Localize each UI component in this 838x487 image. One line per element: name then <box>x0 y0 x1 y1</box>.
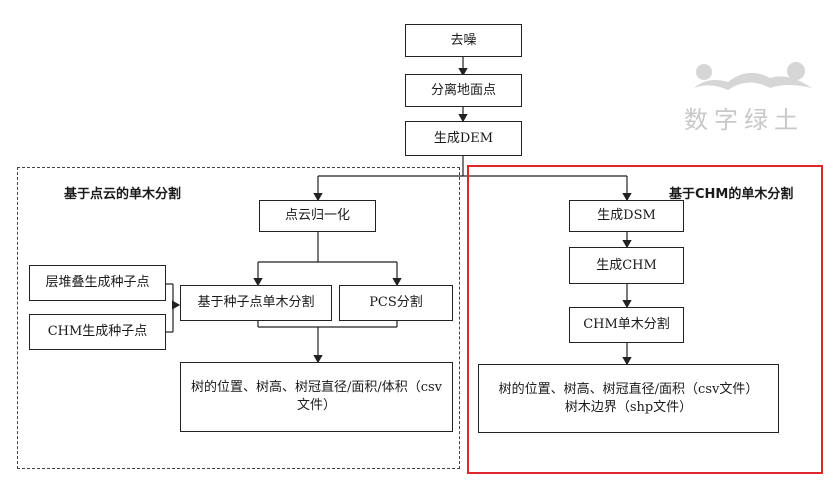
ground-separation-box: 分离地面点 <box>405 74 522 107</box>
watermark-text: 数字绿土 <box>684 106 804 134</box>
left-output-box: 树的位置、树高、树冠直径/面积/体积（csv文件） <box>180 362 453 432</box>
left-group-frame <box>17 167 460 469</box>
right-output-line1: 树的位置、树高、树冠直径/面积（csv文件） <box>498 381 759 397</box>
generate-dem-box: 生成DEM <box>405 121 522 156</box>
right-group-frame <box>467 165 823 474</box>
generate-dsm-box: 生成DSM <box>569 200 684 232</box>
right-output-line2: 树木边界（shp文件） <box>564 399 693 415</box>
watermark-logo-icon <box>688 58 818 103</box>
layer-seed-box: 层堆叠生成种子点 <box>29 265 166 301</box>
left-group-title: 基于点云的单木分割 <box>64 187 182 202</box>
right-group-title: 基于CHM的单木分割 <box>669 187 794 202</box>
generate-chm-box: 生成CHM <box>569 247 684 284</box>
normalize-box: 点云归一化 <box>259 200 376 232</box>
chm-segmentation-box: CHM单木分割 <box>569 307 684 343</box>
denoise-box: 去噪 <box>405 24 522 57</box>
seed-segmentation-box: 基于种子点单木分割 <box>180 285 332 321</box>
chm-seed-box: CHM生成种子点 <box>29 314 166 350</box>
pcs-segmentation-box: PCS分割 <box>339 285 453 321</box>
right-output-box: 树的位置、树高、树冠直径/面积（csv文件） 树木边界（shp文件） <box>478 364 779 433</box>
